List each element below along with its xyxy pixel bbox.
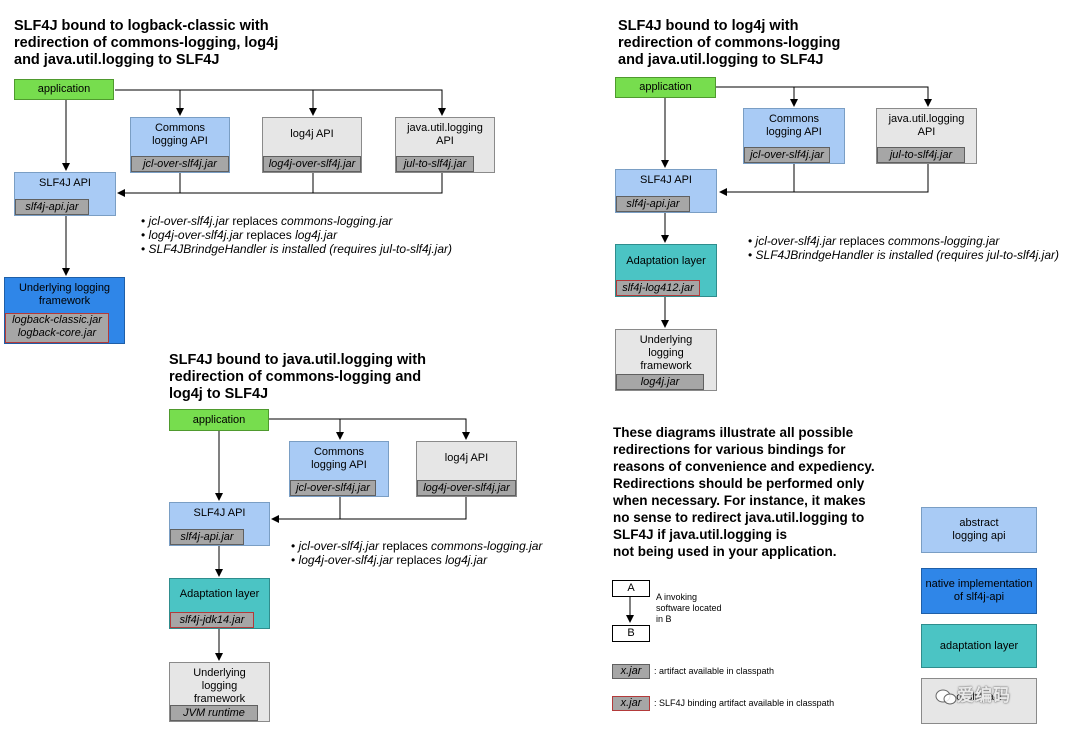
d3-adaptation-layer-box: Adaptation layer slf4j-log412.jar: [615, 244, 717, 297]
d2-application-box: application: [169, 409, 269, 431]
d1-log4j-jar: log4j-over-slf4j.jar: [263, 156, 361, 172]
d2-application-label: application: [192, 414, 246, 426]
legend-binding-text: : SLF4J binding artifact available in cl…: [654, 698, 835, 708]
legend-invoking-text: A invoking software located in B: [656, 592, 722, 624]
d3-application-box: application: [615, 77, 716, 98]
d1-application-box: application: [14, 79, 114, 100]
d3-slf4j-jar: slf4j-api.jar: [616, 196, 690, 212]
d2-jvm-runtime-jar: JVM runtime: [170, 705, 258, 721]
d1-note: log4j-over-slf4j.jar replaces log4j.jar: [141, 228, 452, 242]
d1-note: SLF4JBrindgeHandler is installed (requir…: [141, 242, 452, 256]
d2-commons-jar: jcl-over-slf4j.jar: [290, 480, 376, 496]
d2-adaptation-jar: slf4j-jdk14.jar: [170, 612, 254, 628]
legend-box-a: A: [612, 580, 650, 597]
d3-note: jcl-over-slf4j.jar replaces commons-logg…: [748, 234, 1059, 248]
diagram1-title: SLF4J bound to logback-classic with redi…: [14, 18, 279, 68]
d3-adaptation-jar: slf4j-log412.jar: [616, 280, 700, 296]
d3-notes: jcl-over-slf4j.jar replaces commons-logg…: [748, 234, 1059, 262]
d2-slf4j-jar: slf4j-api.jar: [170, 529, 244, 545]
explanation-text: These diagrams illustrate all possible r…: [613, 425, 875, 559]
wechat-icon: [935, 689, 957, 705]
d1-slf4j-api-box: SLF4J API slf4j-api.jar: [14, 172, 116, 216]
d2-log4j-jar: log4j-over-slf4j.jar: [417, 480, 516, 496]
d1-jul-jar: jul-to-slf4j.jar: [396, 156, 474, 172]
watermark: 爱编码: [935, 681, 1011, 706]
d2-note: log4j-over-slf4j.jar replaces log4j.jar: [291, 553, 542, 567]
d1-commons-jar: jcl-over-slf4j.jar: [131, 156, 229, 172]
d3-application-label: application: [639, 81, 692, 93]
d1-application-label: application: [37, 83, 91, 95]
legend-binding-swatch: x.jar: [612, 696, 650, 711]
d2-log4j-api-box: log4j API log4j-over-slf4j.jar: [416, 441, 517, 497]
d1-log4j-api-box: log4j API log4j-over-slf4j.jar: [262, 117, 362, 173]
legend-jar-swatch: x.jar: [612, 664, 650, 679]
diagram3-title: SLF4J bound to log4j with redirection of…: [618, 18, 841, 68]
d1-note: jcl-over-slf4j.jar replaces commons-logg…: [141, 214, 452, 228]
legend-jar-text: : artifact available in classpath: [654, 666, 775, 676]
d3-log4j-jar: log4j.jar: [616, 374, 704, 390]
d2-notes: jcl-over-slf4j.jar replaces commons-logg…: [291, 539, 543, 567]
diagram2-title: SLF4J bound to java.util.logging with re…: [169, 352, 426, 402]
d3-slf4j-api-box: SLF4J API slf4j-api.jar: [615, 169, 717, 213]
d1-slf4j-jar: slf4j-api.jar: [15, 199, 89, 215]
d2-slf4j-api-box: SLF4J API slf4j-api.jar: [169, 502, 270, 546]
d1-notes: jcl-over-slf4j.jar replaces commons-logg…: [141, 214, 452, 256]
d3-commons-jar: jcl-over-slf4j.jar: [744, 147, 830, 163]
d2-note: jcl-over-slf4j.jar replaces commons-logg…: [291, 539, 543, 553]
d3-note: SLF4JBrindgeHandler is installed (requir…: [748, 248, 1059, 262]
legend-box-b: B: [612, 625, 650, 642]
legend-adaptation-layer: adaptation layer: [921, 624, 1037, 668]
d3-jul-jar: jul-to-slf4j.jar: [877, 147, 965, 163]
d2-adaptation-layer-box: Adaptation layer slf4j-jdk14.jar: [169, 578, 270, 629]
